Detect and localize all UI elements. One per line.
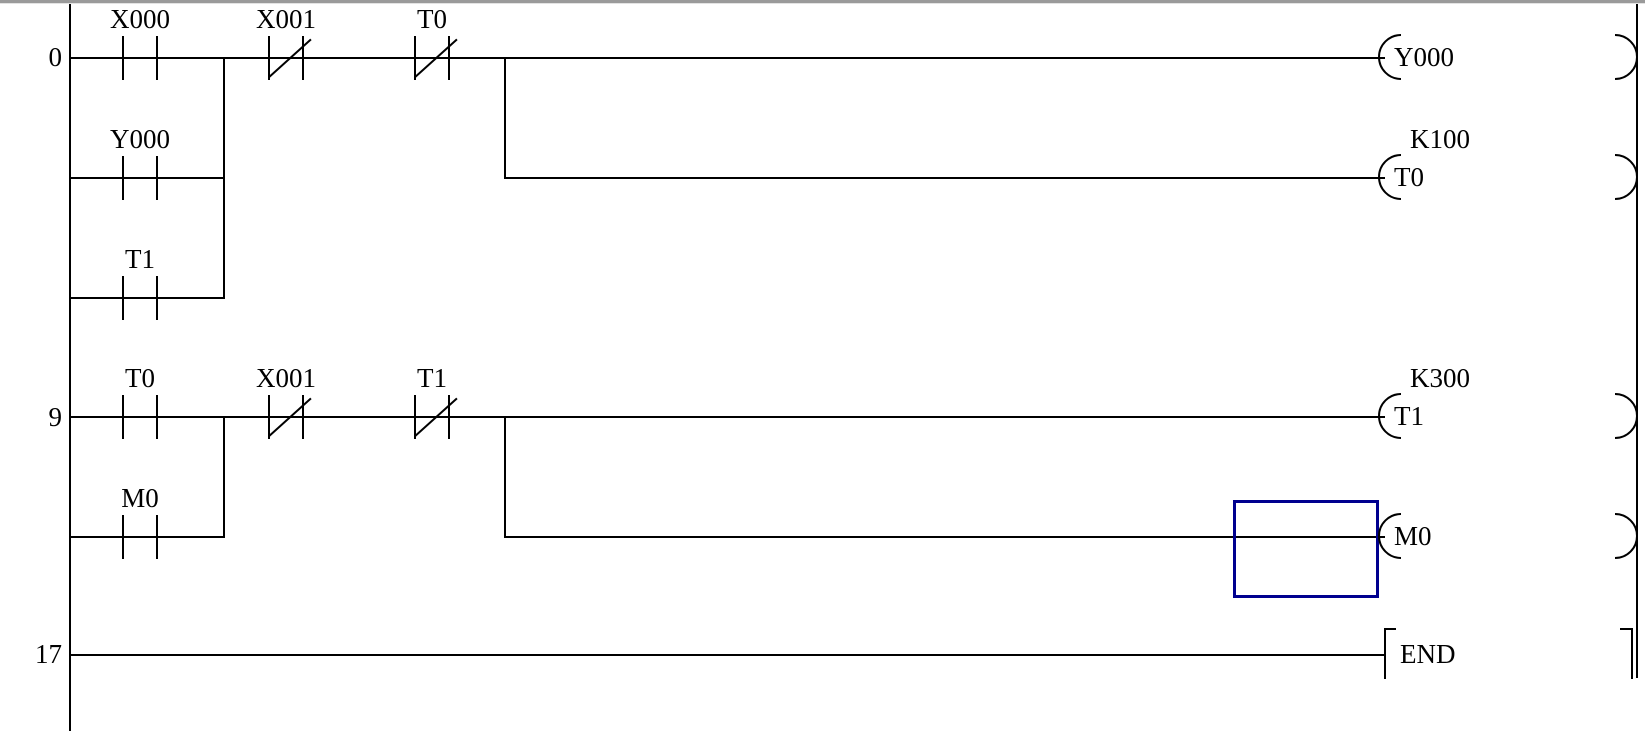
contact-label-t0-rung9: T0 (125, 363, 155, 393)
coil-label-t1[interactable]: T1 (1394, 401, 1424, 431)
end-bracket-left (1384, 628, 1396, 679)
rung-9-output-drop (504, 416, 506, 538)
rung-9-output-wire-2 (504, 536, 1385, 538)
contact-label-x000: X000 (110, 4, 170, 34)
left-power-rail (69, 4, 71, 731)
coil-arc-left-t1 (1378, 393, 1402, 439)
cursor-selection-box[interactable] (1233, 500, 1379, 598)
step-number-17: 17 (35, 639, 62, 669)
contact-label-m0-branch: M0 (121, 483, 159, 513)
rung-0-branch-wire-3 (70, 297, 225, 299)
contact-label-t1-branch: T1 (125, 244, 155, 274)
right-power-rail (1636, 4, 1638, 678)
contact-x001-nc-rung0[interactable] (268, 36, 312, 80)
window-top-border (0, 0, 1645, 3)
contact-m0-no[interactable] (122, 515, 158, 559)
contact-label-x001-rung0: X001 (256, 4, 316, 34)
coil-label-t0[interactable]: T0 (1394, 162, 1424, 192)
contact-label-t0-rung0: T0 (417, 4, 447, 34)
coil-arc-right-t0 (1614, 154, 1638, 200)
coil-arc-right-t1 (1614, 393, 1638, 439)
coil-label-y000[interactable]: Y000 (1394, 42, 1454, 72)
coil-preset-k100: K100 (1410, 124, 1470, 154)
coil-arc-left-m0 (1378, 513, 1402, 559)
rung-0-output-drop (504, 57, 506, 179)
coil-arc-left-t0 (1378, 154, 1402, 200)
contact-t1-no[interactable] (122, 276, 158, 320)
coil-arc-right-y000 (1614, 34, 1638, 80)
window-top-border-highlight (0, 3, 1645, 4)
contact-label-x001-rung9: X001 (256, 363, 316, 393)
coil-label-m0[interactable]: M0 (1394, 521, 1432, 551)
end-instruction-label[interactable]: END (1400, 639, 1456, 669)
end-bracket-right (1620, 628, 1633, 679)
coil-preset-k300: K300 (1410, 363, 1470, 393)
contact-t1-nc-rung9[interactable] (414, 395, 458, 439)
contact-x000-no[interactable] (122, 36, 158, 80)
contact-y000-no[interactable] (122, 156, 158, 200)
rung-9-main-wire (70, 416, 1385, 418)
contact-t0-nc-rung0[interactable] (414, 36, 458, 80)
contact-label-t1-rung9: T1 (417, 363, 447, 393)
contact-t0-no-rung9[interactable] (122, 395, 158, 439)
rung-0-output-wire-2 (504, 177, 1385, 179)
contact-x001-nc-rung9[interactable] (268, 395, 312, 439)
rung-0-branch-wire-2 (70, 177, 225, 179)
rung-17-main-wire (70, 654, 1385, 656)
step-number-9: 9 (48, 402, 63, 432)
coil-arc-right-m0 (1614, 513, 1638, 559)
rung-0-main-wire (70, 57, 1385, 59)
rung-9-branch-wire-2 (70, 536, 225, 538)
rung-9-branch-connector (223, 416, 225, 538)
contact-label-y000-branch: Y000 (110, 124, 170, 154)
step-number-0: 0 (48, 42, 63, 72)
coil-arc-left-y000 (1378, 34, 1402, 80)
